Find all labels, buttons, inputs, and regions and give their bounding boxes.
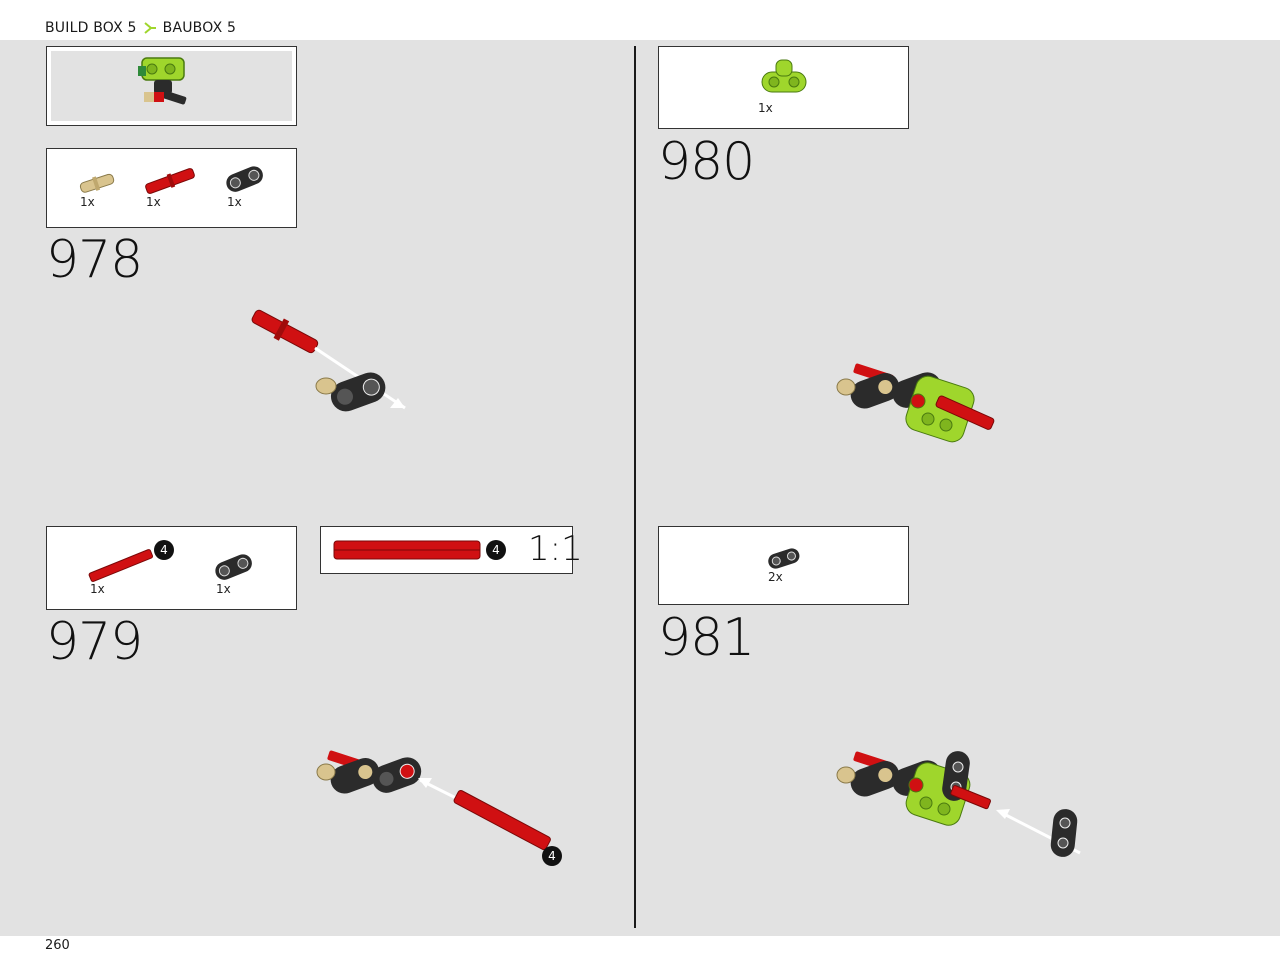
page-number: 260	[45, 938, 70, 953]
black-beam-icon	[226, 166, 263, 192]
parts-list-979	[46, 526, 297, 610]
step-978-illustration	[251, 309, 406, 412]
breadcrumb-baubox: BAUBOX 5	[162, 20, 237, 36]
scale-axle-icon	[333, 540, 481, 560]
scale-length-badge: 4	[486, 540, 506, 560]
step-number-979: 979	[46, 612, 143, 672]
part-qty: 2x	[768, 570, 783, 584]
step-979-illustration	[316, 750, 551, 851]
scale-ratio: 1:1	[528, 529, 583, 569]
axle-length-badge: 4	[154, 540, 174, 560]
part-qty: 1x	[758, 101, 773, 115]
step-number-978: 978	[46, 230, 143, 290]
part-qty: 1x	[146, 195, 161, 209]
lime-connector-icon	[761, 59, 807, 93]
step-number-981: 981	[658, 608, 755, 668]
breadcrumb-build-box: BUILD BOX 5	[45, 20, 137, 36]
column-divider	[634, 46, 636, 928]
red-axle-pin-icon	[145, 168, 195, 194]
black-beam-icon	[215, 554, 252, 580]
breadcrumb: BUILD BOX 5 BAUBOX 5	[45, 20, 236, 36]
part-qty: 1x	[80, 195, 95, 209]
part-qty: 1x	[227, 195, 242, 209]
parts-list-978	[46, 148, 297, 228]
chevron-right-icon	[144, 22, 156, 34]
step-number-980: 980	[658, 132, 755, 192]
page-footer	[0, 936, 1280, 974]
red-axle-icon	[88, 549, 153, 582]
black-beam-icon	[768, 548, 800, 569]
axle-callout-badge: 4	[542, 846, 562, 866]
page-header	[0, 0, 1280, 40]
step-981-illustration	[836, 751, 1081, 857]
step-980-illustration	[836, 363, 995, 443]
subassembly-model-icon	[138, 57, 187, 105]
part-qty: 1x	[90, 582, 105, 596]
tan-pin-icon	[79, 173, 115, 193]
part-qty: 1x	[216, 582, 231, 596]
